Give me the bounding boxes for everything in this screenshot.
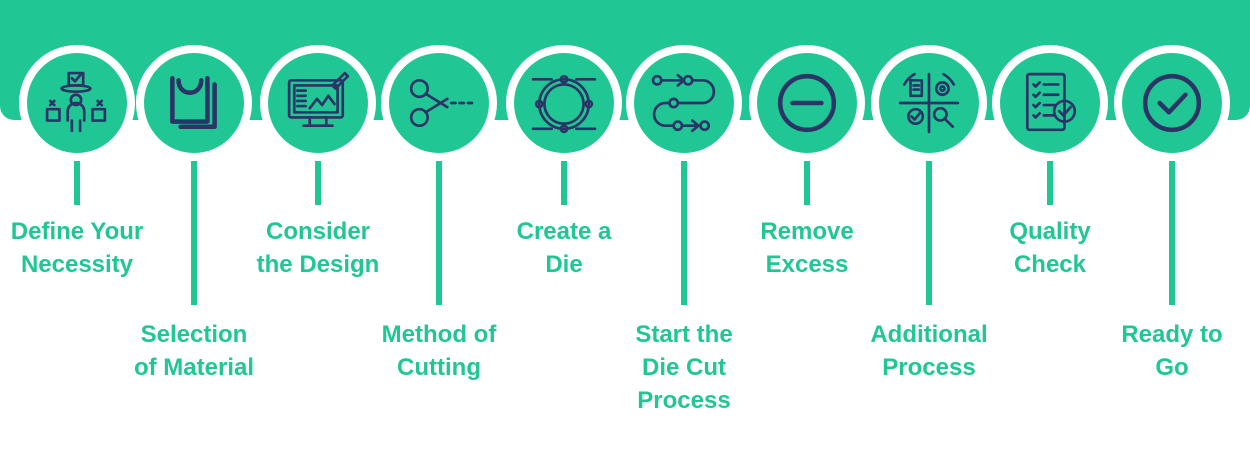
step-1-connector [74, 161, 80, 205]
step-2-label: Selection of Material [133, 321, 255, 381]
step-1-label: Define Your Necessity [10, 218, 144, 278]
step-3-connector [315, 161, 321, 205]
step-3-label: Consider the Design [256, 218, 380, 278]
step-8-ring [871, 45, 987, 161]
step-7-ring [749, 45, 865, 161]
design-monitor-icon [287, 71, 350, 128]
checklist-icon [1025, 72, 1077, 132]
person-boxes-icon [45, 71, 107, 133]
check-circle-icon [1142, 73, 1202, 133]
step-2-ring [136, 45, 252, 161]
vector-circle-icon [531, 74, 597, 134]
minus-circle-icon [777, 73, 837, 133]
step-3-ring [260, 45, 376, 161]
step-9-connector [1047, 161, 1053, 205]
step-2-connector [191, 161, 197, 305]
step-10-label: Ready to Go [1121, 321, 1223, 381]
step-7-label: Remove Excess [760, 218, 854, 278]
step-9-label: Quality Check [1009, 218, 1091, 278]
step-6-label: Start the Die Cut Process [635, 321, 733, 414]
material-sheets-icon [170, 75, 217, 129]
step-5-ring [506, 45, 622, 161]
step-8-label: Additional Process [870, 321, 988, 381]
step-10-connector [1169, 161, 1175, 305]
step-4-ring [381, 45, 497, 161]
process-grid-icon [898, 72, 960, 134]
step-1-ring [19, 45, 135, 161]
step-6-ring [626, 45, 742, 161]
step-4-label: Method of Cutting [381, 321, 497, 381]
step-10-ring [1114, 45, 1230, 161]
step-4-connector [436, 161, 442, 305]
scissors-icon [409, 78, 474, 128]
step-8-connector [926, 161, 932, 305]
process-path-icon [651, 73, 716, 133]
step-7-connector [804, 161, 810, 205]
step-6-connector [681, 161, 687, 305]
step-5-label: Create a Die [516, 218, 612, 278]
step-5-connector [561, 161, 567, 205]
step-9-ring [992, 45, 1108, 161]
